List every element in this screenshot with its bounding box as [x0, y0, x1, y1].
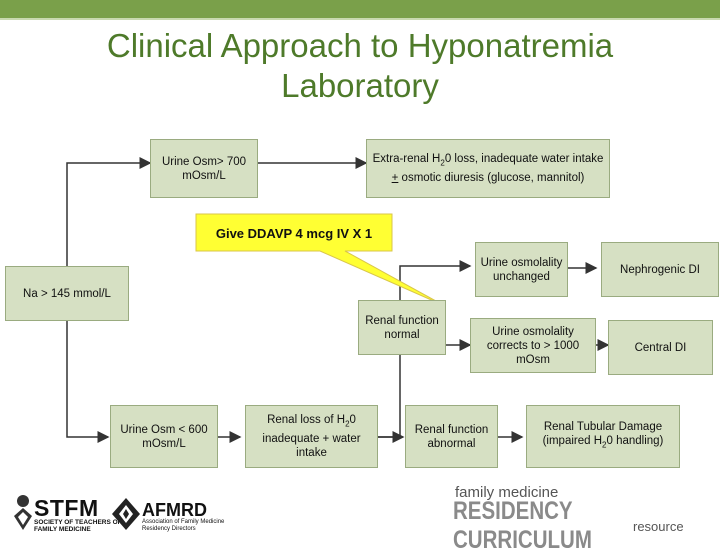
title-line-2: Laboratory: [281, 67, 439, 104]
extrarenal-loss-text: Extra-renal H20 loss, inadequate water i…: [372, 153, 604, 184]
tubular-damage-box: Renal Tubular Damage (impaired H20 handl…: [526, 405, 680, 468]
title-line-1: Clinical Approach to Hyponatremia: [106, 27, 614, 64]
callout-ddavp: Give DDAVP 4 mcg IV X 1: [215, 225, 373, 241]
stfm-logo-icon: [14, 495, 32, 530]
nephrogenic-di-text: Nephrogenic DI: [620, 263, 700, 276]
renal-function-normal-box: Renal function normal: [358, 300, 446, 355]
nephrogenic-di-box: Nephrogenic DI: [601, 242, 719, 297]
curriculum-logo-line3: resource: [633, 519, 684, 534]
renal-function-abnormal-text: Renal function abnormal: [414, 423, 489, 450]
urine-osm-corrects-box: Urine osmolality corrects to > 1000 mOsm: [470, 318, 596, 373]
connector-trunk: [66, 157, 152, 292]
curriculum-logo-line1: family medicine: [455, 484, 559, 501]
callout-balloon: [195, 213, 446, 307]
stfm-logo-subtext: SOCIETY OF TEACHERS OF FAMILY MEDICINE: [34, 519, 122, 533]
urine-osm-unchanged-text: Urine osmolality unchanged: [480, 256, 563, 283]
urine-osm-gt700-text: Urine Osm> 700 mOsm/L: [161, 155, 247, 182]
tubular-damage-text: Renal Tubular Damage (impaired H20 handl…: [542, 421, 664, 450]
stfm-logo-text: STFM: [34, 495, 99, 521]
extrarenal-loss-box: Extra-renal H20 loss, inadequate water i…: [366, 139, 610, 198]
page-title: Clinical Approach to Hyponatremia Labora…: [0, 26, 720, 106]
renal-loss-box: Renal loss of H20 inadequate + water int…: [245, 405, 378, 468]
urine-osm-lt600-text: Urine Osm < 600 mOsm/L: [120, 423, 208, 450]
top-accent-bar: [0, 0, 720, 18]
central-di-box: Central DI: [608, 320, 713, 375]
urine-osm-gt700-box: Urine Osm> 700 mOsm/L: [150, 139, 258, 198]
renal-loss-text: Renal loss of H20 inadequate + water int…: [262, 414, 361, 459]
afmrd-logo-subtext: Association of Family Medicine Residency…: [142, 519, 225, 532]
urine-osm-unchanged-box: Urine osmolality unchanged: [475, 242, 568, 297]
na-gt145-box: Na > 145 mmol/L: [5, 266, 129, 321]
afmrd-logo-icon: [112, 498, 140, 530]
afmrd-logo-text: AFMRD: [142, 500, 207, 520]
renal-function-normal-text: Renal function normal: [365, 314, 439, 341]
central-di-text: Central DI: [634, 341, 687, 354]
urine-osm-lt600-box: Urine Osm < 600 mOsm/L: [110, 405, 218, 468]
top-accent-line: [0, 18, 720, 20]
na-gt145-text: Na > 145 mmol/L: [23, 287, 111, 300]
connector-trunk-down: [66, 320, 110, 443]
renal-function-abnormal-box: Renal function abnormal: [405, 405, 498, 468]
urine-osm-corrects-text: Urine osmolality corrects to > 1000 mOsm: [486, 325, 580, 366]
